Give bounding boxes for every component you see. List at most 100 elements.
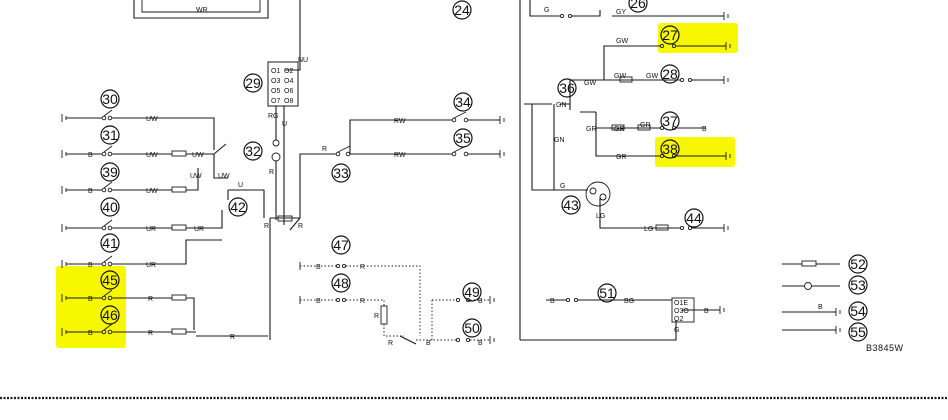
- component-42: 42: [228, 197, 248, 217]
- svg-text:R: R: [264, 223, 269, 230]
- svg-text:R: R: [230, 334, 235, 341]
- component-26-circle: [628, 0, 648, 13]
- svg-text:R: R: [360, 298, 365, 305]
- svg-text:UW: UW: [146, 152, 158, 159]
- svg-text:UW: UW: [146, 116, 158, 123]
- component-50: 50: [462, 318, 482, 338]
- component-52: 52: [848, 254, 868, 274]
- component-49-circle: [462, 282, 482, 302]
- svg-text:O2: O2: [284, 68, 293, 75]
- component-40-circle: [100, 197, 120, 217]
- component-53-circle: [848, 275, 868, 295]
- svg-text:GW: GW: [614, 73, 626, 80]
- svg-text:B: B: [316, 264, 321, 271]
- component-27-circle: [660, 25, 680, 45]
- svg-text:GY: GY: [616, 9, 626, 16]
- component-51-number: 51: [599, 285, 615, 301]
- svg-text:LG: LG: [644, 226, 653, 233]
- svg-text:B: B: [88, 296, 93, 303]
- highlights: [56, 23, 738, 348]
- svg-text:G: G: [560, 183, 565, 190]
- wire-label-wr: WR: [196, 7, 208, 14]
- svg-text:G: G: [544, 7, 549, 14]
- svg-text:GW: GW: [646, 73, 658, 80]
- component-40-number: 40: [102, 199, 118, 215]
- component-44-number: 44: [686, 210, 702, 226]
- svg-text:B: B: [88, 330, 93, 337]
- component-47-number: 47: [333, 237, 349, 253]
- svg-text:R: R: [148, 330, 153, 337]
- svg-text:R: R: [322, 146, 327, 153]
- component-54-number: 54: [850, 303, 866, 319]
- component-24-circle: [452, 0, 472, 20]
- wire-label-r-29: R: [269, 169, 274, 176]
- component-44: 44: [684, 208, 704, 228]
- svg-text:O1: O1: [271, 68, 280, 75]
- component-37-circle: [660, 111, 680, 131]
- top-left-box: WR: [133, 0, 269, 19]
- component-43-number: 43: [563, 197, 579, 213]
- component-38: 38: [660, 139, 680, 159]
- component-29-number: 29: [245, 75, 261, 91]
- component-55: 55: [848, 322, 868, 342]
- component-51-circle: [597, 283, 617, 303]
- svg-text:BG: BG: [624, 298, 634, 305]
- svg-text:GW: GW: [584, 80, 596, 87]
- component-37-number: 37: [662, 113, 678, 129]
- svg-text:GR: GR: [616, 154, 627, 161]
- component-41-circle: [100, 233, 120, 253]
- component-29: 29: [243, 73, 263, 93]
- switch-29-body: [267, 61, 299, 107]
- highlight-46: [56, 304, 126, 348]
- svg-text:B: B: [88, 152, 93, 159]
- component-32-circle: [243, 141, 263, 161]
- component-37: 37: [660, 111, 680, 131]
- svg-text:B: B: [426, 340, 431, 347]
- wire-label-rg: RG: [268, 113, 279, 120]
- component-38-number: 38: [662, 141, 678, 157]
- svg-text:UR: UR: [146, 226, 156, 233]
- component-36-circle: [557, 78, 577, 98]
- svg-text:O3O: O3O: [674, 308, 689, 315]
- svg-text:O5: O5: [271, 88, 280, 95]
- component-50-number: 50: [464, 320, 480, 336]
- component-35: 35: [453, 128, 473, 148]
- component-30-circle: [100, 89, 120, 109]
- component-49: 49: [462, 282, 482, 302]
- svg-text:UW: UW: [192, 152, 204, 159]
- component-51: 51: [597, 283, 617, 303]
- component-52-circle: [848, 254, 868, 274]
- component-53: 53: [848, 275, 868, 295]
- svg-text:O1E: O1E: [674, 300, 688, 307]
- svg-text:R: R: [360, 264, 365, 271]
- component-47: 47: [331, 235, 351, 255]
- svg-text:B: B: [316, 298, 321, 305]
- svg-text:G: G: [674, 327, 679, 334]
- svg-text:R: R: [148, 296, 153, 303]
- component-28: 28: [660, 64, 680, 84]
- svg-text:B: B: [88, 188, 93, 195]
- component-54-circle: [848, 301, 868, 321]
- svg-text:O2: O2: [674, 316, 683, 323]
- svg-text:R: R: [388, 340, 393, 347]
- component-52-number: 52: [850, 256, 866, 272]
- svg-text:O4: O4: [284, 78, 293, 85]
- svg-text:B: B: [702, 126, 707, 133]
- central-bus: NU O1 O2 O3 O4 O5 O6 O7 O8 RG U R R R: [264, 0, 308, 340]
- component-44-circle: [684, 208, 704, 228]
- component-24-number: 24: [454, 2, 470, 18]
- svg-text:B: B: [478, 298, 483, 305]
- svg-text:UW: UW: [190, 173, 202, 180]
- svg-text:UR: UR: [146, 262, 156, 269]
- component-46-circle: [100, 305, 120, 325]
- svg-text:GN: GN: [556, 102, 567, 109]
- component-49-number: 49: [464, 284, 480, 300]
- svg-text:O3: O3: [271, 78, 280, 85]
- component-45-circle: [100, 270, 120, 290]
- svg-text:GR: GR: [640, 122, 651, 129]
- svg-text:B: B: [88, 262, 93, 269]
- svg-text:LG: LG: [596, 213, 605, 220]
- component-28-number: 28: [662, 66, 678, 82]
